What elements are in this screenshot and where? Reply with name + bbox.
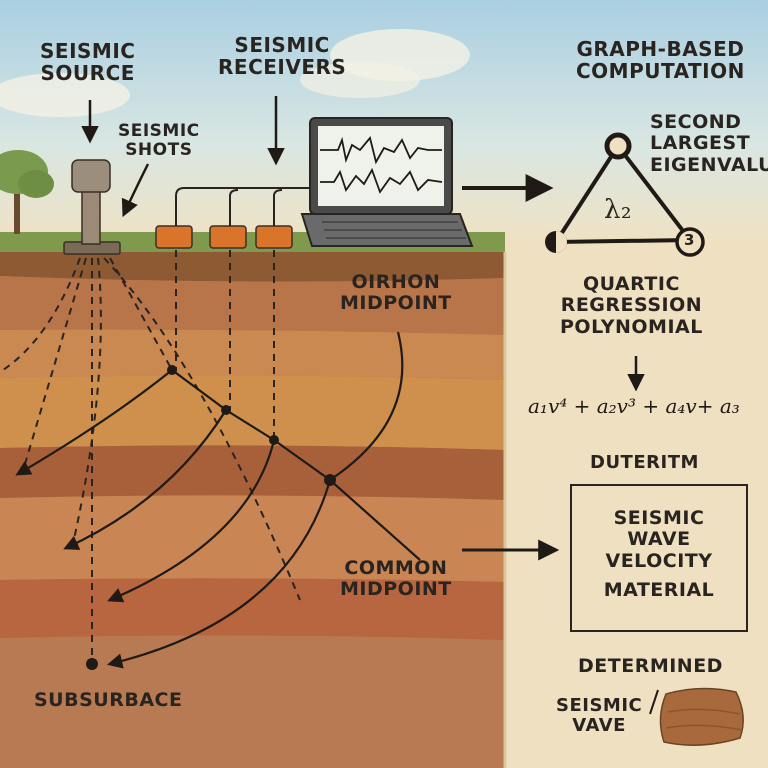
arrow-shots [121, 163, 150, 218]
determined-label: DETERMINED [578, 655, 723, 677]
ray [0, 257, 81, 373]
duteritm-label: DUTERITM [590, 452, 699, 473]
receiver-cable [273, 189, 283, 226]
graph-node-number: 3 [684, 231, 695, 249]
midpoint-dot [324, 474, 336, 486]
reflection-point [167, 365, 177, 375]
material-box [570, 484, 748, 632]
tree-trunk [14, 180, 20, 234]
soil-layer-5 [0, 445, 505, 500]
ray [109, 257, 173, 371]
soil-layer-4 [0, 375, 505, 450]
subsurface-label: SUBSURBACE [34, 689, 183, 711]
ray [21, 257, 87, 475]
waveform-2 [320, 167, 443, 194]
receiver-3 [255, 225, 293, 249]
wave-arrow [107, 439, 276, 603]
wave-arrow [107, 479, 332, 669]
wave-arrow [15, 369, 173, 476]
ray [103, 257, 301, 601]
receiver-cable [175, 187, 318, 226]
rock-layer [667, 708, 741, 715]
receiver-cable [229, 189, 239, 226]
tree-canopy [18, 170, 54, 198]
waveform-1 [320, 136, 442, 165]
graph-node-right [675, 227, 705, 257]
soil-layer-1 [0, 252, 505, 282]
wave-arrow [63, 409, 227, 550]
soil-layer-8 [0, 635, 505, 768]
cloud [0, 73, 130, 117]
subsurface-point [86, 658, 98, 670]
midpoint-pointer [329, 331, 404, 481]
lambda-symbol: λ₂ [604, 195, 632, 225]
graph-triangle [552, 142, 695, 245]
rock-layer [665, 724, 743, 731]
soil-layer-6 [0, 495, 505, 582]
reflection-point [221, 405, 231, 415]
polynomial-formula: a₁v⁴ + a₂v³ + a₄v+ a₃ [528, 394, 740, 418]
soil-layer-3 [0, 329, 505, 380]
receiver-2 [209, 225, 247, 249]
cloud [300, 62, 420, 98]
ray [71, 257, 102, 549]
seismic-rays [0, 250, 301, 664]
vave-pointer [649, 689, 659, 715]
laptop-display [318, 126, 444, 206]
source-pillar [81, 187, 101, 245]
soil-layer-2 [0, 276, 505, 335]
source-head [71, 159, 111, 193]
rock-sample-icon [659, 687, 744, 746]
graph-node-left-half [556, 231, 567, 253]
graph-node-top [604, 132, 632, 160]
keyboard-keys [322, 221, 466, 239]
wave-arrows [15, 331, 404, 669]
reflection-point [269, 435, 279, 445]
receiver-1 [155, 225, 193, 249]
